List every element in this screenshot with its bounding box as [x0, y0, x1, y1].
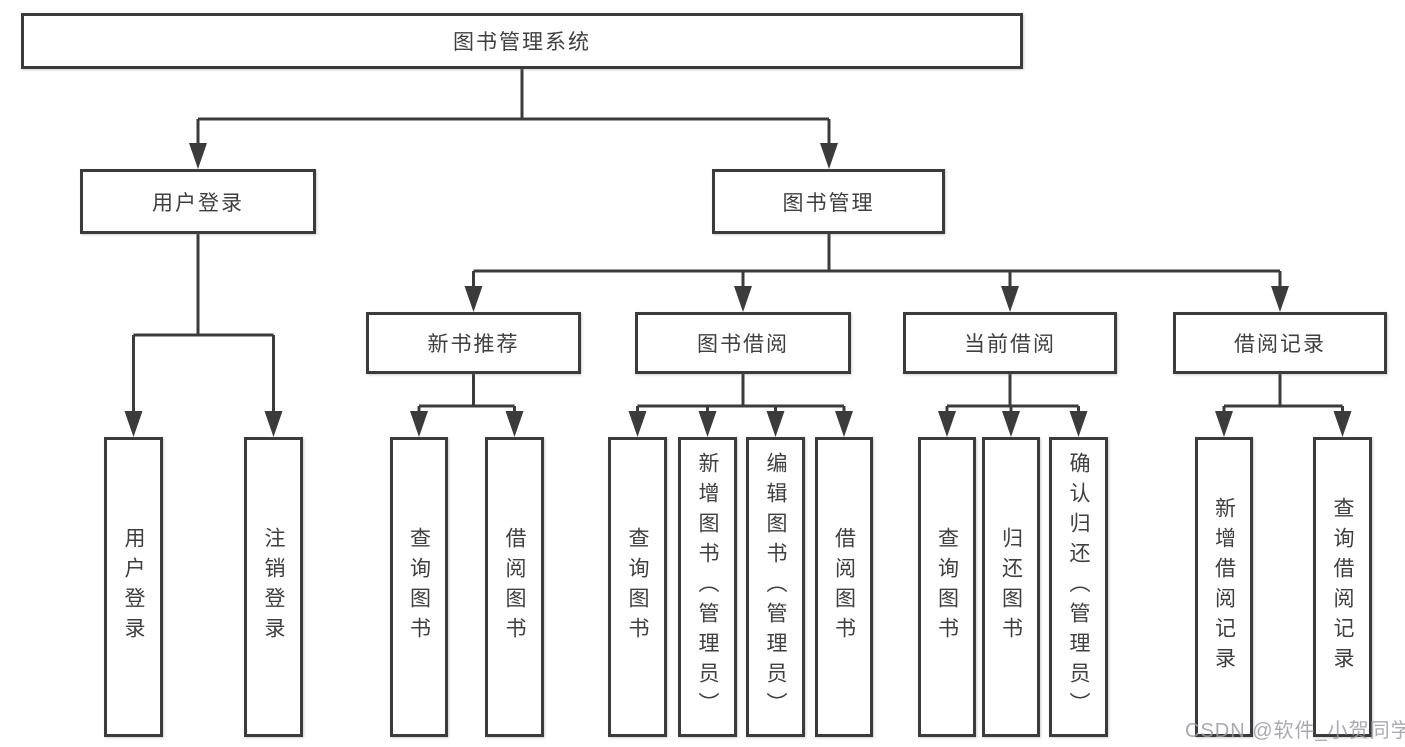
leaf-logout-label: 注销登录 — [262, 527, 285, 647]
leaf-borrowing-add-books: 新增图书（管理员） — [678, 437, 737, 737]
connector-new-books — [410, 374, 524, 437]
leaf-newbooks-borrow-books: 借阅图书 — [485, 437, 544, 737]
leaf-borrowing-query-books: 查询图书 — [608, 437, 667, 737]
leaf-newbooks-borrow-books-label: 借阅图书 — [503, 527, 526, 647]
leaf-newbooks-query-books: 查询图书 — [390, 437, 448, 737]
leaf-current-query-books-label: 查询图书 — [935, 527, 959, 647]
leaf-user-login-label: 用户登录 — [122, 527, 145, 647]
node-borrow-records: 借阅记录 — [1173, 312, 1387, 374]
connector-book-borrowing — [628, 374, 853, 437]
leaf-logout: 注销登录 — [244, 437, 303, 737]
leaf-borrowing-add-books-label: 新增图书（管理员） — [696, 452, 719, 722]
connector-book-management — [464, 233, 1289, 312]
watermark-text: CSDN @软件_小贺同学 — [1185, 720, 1405, 742]
leaf-borrowing-borrow-books-label: 借阅图书 — [832, 527, 856, 647]
leaf-records-query-record-label: 查询借阅记录 — [1331, 497, 1354, 677]
node-root-label: 图书管理系统 — [453, 31, 591, 54]
leaf-borrowing-edit-books-label: 编辑图书（管理员） — [764, 452, 787, 722]
leaf-borrowing-edit-books: 编辑图书（管理员） — [746, 437, 805, 737]
node-borrow-records-label: 借阅记录 — [1234, 333, 1326, 356]
node-user-login-label: 用户登录 — [152, 191, 244, 215]
node-book-management-branch: 图书管理 — [712, 169, 945, 234]
leaf-records-add-record-label: 新增借阅记录 — [1212, 497, 1236, 677]
node-current-borrowing-label: 当前借阅 — [964, 333, 1056, 356]
connector-current-borrowing — [938, 374, 1088, 437]
node-book-borrowing-label: 图书借阅 — [697, 333, 789, 356]
node-book-borrowing: 图书借阅 — [635, 312, 851, 374]
leaf-current-return-books: 归还图书 — [982, 437, 1040, 737]
node-user-login-branch: 用户登录 — [80, 169, 316, 234]
leaf-borrowing-query-books-label: 查询图书 — [626, 527, 649, 647]
connector-borrow-records — [1215, 374, 1352, 437]
node-book-management-label: 图书管理 — [782, 191, 875, 215]
leaf-newbooks-query-books-label: 查询图书 — [407, 527, 431, 647]
leaf-current-confirm-return: 确认归还（管理员） — [1049, 437, 1108, 737]
node-root-system: 图书管理系统 — [21, 13, 1023, 69]
connector-root — [189, 69, 838, 169]
leaf-user-login: 用户登录 — [104, 437, 163, 737]
leaf-borrowing-borrow-books: 借阅图书 — [815, 437, 873, 737]
node-new-books: 新书推荐 — [366, 312, 581, 374]
node-current-borrowing: 当前借阅 — [903, 312, 1117, 374]
node-new-books-label: 新书推荐 — [427, 333, 520, 356]
connector-user-login — [124, 234, 283, 437]
leaf-records-query-record: 查询借阅记录 — [1313, 437, 1372, 737]
leaf-current-confirm-return-label: 确认归还（管理员） — [1067, 452, 1090, 722]
leaf-current-query-books: 查询图书 — [918, 437, 976, 737]
leaf-records-add-record: 新增借阅记录 — [1195, 437, 1253, 737]
leaf-current-return-books-label: 归还图书 — [999, 527, 1023, 647]
